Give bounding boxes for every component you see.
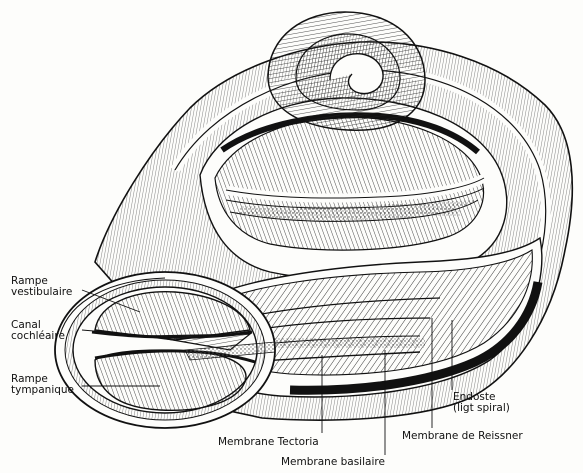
label-endoste-line2: (ligt spiral): [453, 403, 510, 414]
label-canal-cochleaire: Canal cochléaire: [11, 320, 65, 342]
label-rampe-tympanique-line2: tympanique: [11, 385, 74, 396]
label-membrane-basilaire: Membrane basilaire: [281, 457, 385, 468]
label-membrane-tectoria: Membrane Tectoria: [218, 437, 319, 448]
label-rampe-vestibulaire-line2: vestibulaire: [11, 287, 72, 298]
label-rampe-tympanique: Rampe tympanique: [11, 374, 74, 396]
label-canal-cochleaire-line2: cochléaire: [11, 331, 65, 342]
label-rampe-vestibulaire: Rampe vestibulaire: [11, 276, 72, 298]
label-membrane-reissner: Membrane de Reissner: [402, 431, 523, 442]
label-endoste: Endoste (ligt spiral): [453, 392, 510, 414]
